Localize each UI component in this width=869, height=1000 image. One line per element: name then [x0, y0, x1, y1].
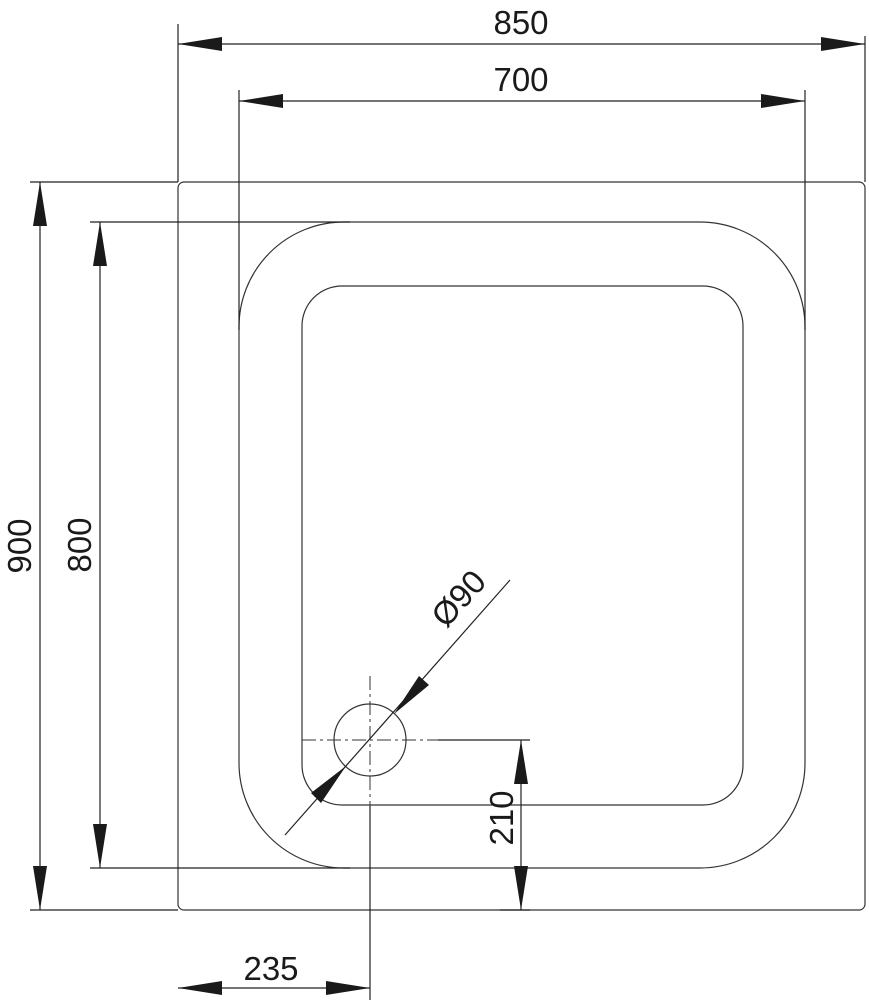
- dimension-drain-offset-x: 235: [243, 950, 298, 987]
- arrowhead: [33, 866, 47, 910]
- arrowhead: [821, 37, 865, 51]
- dimension-overall-depth: 900: [1, 518, 38, 573]
- arrowhead: [514, 866, 528, 910]
- arrowhead: [93, 824, 107, 868]
- dimension-drain-offset-y: 210: [483, 790, 520, 845]
- arrowhead: [93, 222, 107, 266]
- arrowhead: [239, 94, 283, 108]
- arrowhead: [761, 94, 805, 108]
- dimension-inner-depth: 800: [61, 517, 98, 572]
- dimension-overall-width: 850: [493, 4, 548, 41]
- arrowhead: [326, 981, 370, 995]
- arrowhead: [33, 182, 47, 226]
- dimension-inner-width: 700: [493, 61, 548, 98]
- arrowhead: [178, 37, 222, 51]
- dimension-drain-diameter: Ø90: [424, 563, 493, 634]
- arrowhead: [514, 740, 528, 784]
- arrowhead: [178, 981, 222, 995]
- arrowhead: [394, 676, 429, 714]
- arrowhead: [311, 766, 346, 803]
- basin-floor-outline: [301, 285, 744, 806]
